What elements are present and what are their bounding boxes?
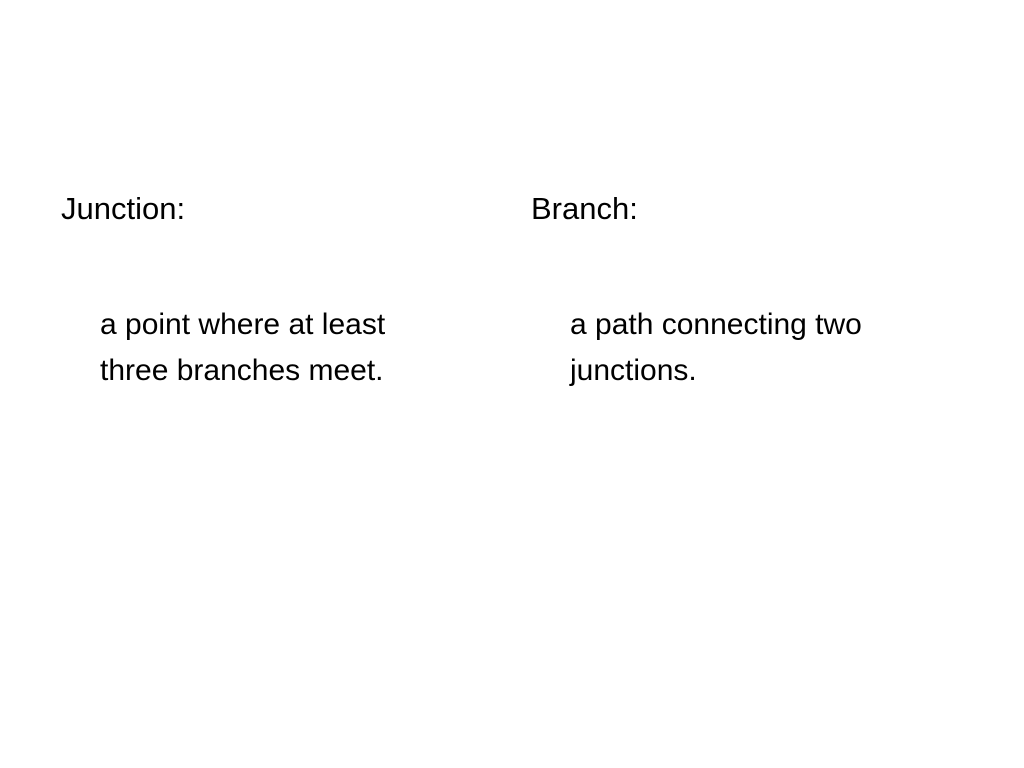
- branch-definition: a path connecting two junctions.: [570, 302, 950, 394]
- junction-column: Junction: a point where at least three b…: [61, 186, 481, 394]
- branch-term: Branch:: [531, 191, 638, 226]
- junction-definition-line-1: a point where at least: [100, 308, 386, 341]
- junction-definition-line-2: three branches meet.: [100, 354, 384, 387]
- branch-definition-line-1: a path connecting two: [570, 308, 862, 341]
- branch-column: Branch: a path connecting two junctions.: [531, 186, 951, 394]
- junction-term: Junction:: [61, 191, 186, 226]
- junction-definition: a point where at least three branches me…: [100, 302, 480, 394]
- branch-definition-line-2: junctions.: [570, 354, 697, 387]
